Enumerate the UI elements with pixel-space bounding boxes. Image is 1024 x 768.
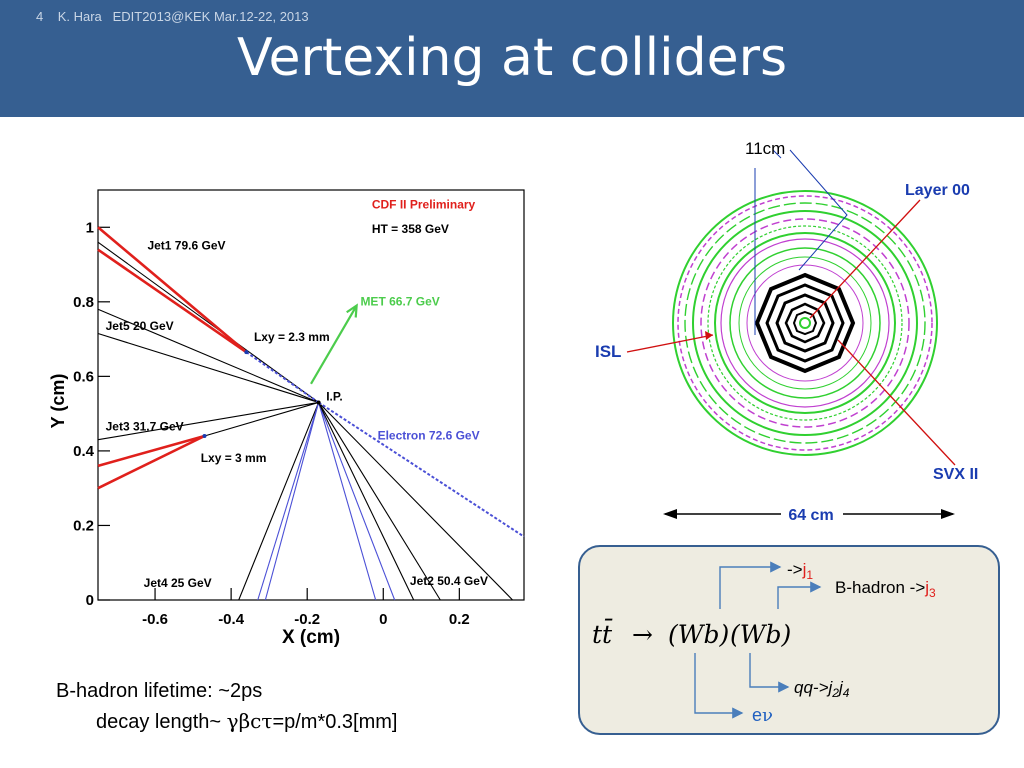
y-tick-label: 0.6 (73, 368, 94, 385)
track-line (97, 226, 248, 354)
ip-point (316, 400, 321, 405)
width-arrow-left (663, 509, 677, 519)
plot-annotation: Lxy = 2.3 mm (254, 330, 330, 344)
plot-annotation: Jet4 25 GeV (144, 576, 212, 590)
y-axis-label: Y (cm) (48, 374, 68, 429)
e-nu-label: eν (752, 705, 773, 726)
plot-labels: CDF II Preliminary HT = 358 GeV Jet1 79.6 … (106, 198, 488, 590)
arrow-to-j3 (777, 581, 822, 609)
scale-11cm-label: 11cm (745, 139, 785, 158)
secondary-vertex (244, 350, 249, 355)
track-line (318, 402, 415, 601)
track-line (97, 332, 319, 403)
x-tick-label: 0 (379, 611, 387, 628)
svx-pointer (837, 339, 956, 466)
slide-title: Vertexing at colliders (236, 28, 788, 88)
track-line (257, 402, 320, 601)
track-line (97, 434, 205, 468)
track-line (318, 402, 396, 601)
x-tick-label: 0.2 (449, 611, 470, 628)
arrow-to-j1 (719, 561, 782, 609)
layer00-pointer (809, 199, 921, 319)
x-tick-label: -0.2 (294, 611, 320, 628)
detector-rings (672, 149, 938, 456)
cdf-silicon-detector: 11cm Layer 00 ISL SVX II 64 cm (595, 139, 978, 525)
track-line (318, 401, 525, 538)
layer00-label: Layer 00 (905, 182, 970, 199)
track-line (97, 434, 206, 490)
isl-pointer (626, 334, 714, 353)
plot-annotation: Jet2 50.4 GeV (410, 574, 488, 588)
wb-second: (Wb) (730, 620, 791, 649)
met-arrow-head (346, 303, 358, 318)
track-line (97, 401, 319, 441)
track-line (318, 402, 513, 601)
y-tick-label: 1 (86, 219, 94, 236)
note-decay-length: decay length~ γβcτ=p/m*0.3[mm] (96, 709, 398, 733)
plot-annotation: Electron 72.6 GeV (378, 429, 480, 443)
met-arrow (310, 304, 358, 385)
tt-bar: tt̄ (592, 620, 613, 649)
track-line (238, 402, 320, 601)
plot-annotation: CDF II Preliminary (372, 198, 476, 212)
svx-label: SVX II (933, 466, 978, 483)
isl-label: ISL (595, 342, 621, 361)
secondary-vertex (202, 434, 207, 438)
track-line (97, 248, 248, 354)
qq-label: qq->j2j4 (794, 678, 850, 700)
plot-annotation: I.P. (326, 390, 342, 404)
plot-annotation: Lxy = 3 mm (201, 451, 267, 465)
width-arrow-right (941, 509, 955, 519)
plot-annotation: HT = 358 GeV (372, 222, 449, 236)
width-label-bg (781, 503, 843, 525)
vertex-plot: -0.6 -0.4 -0.2 0 0.2 0 0.2 0.4 0.6 0.8 1 CDF II Pr… (48, 189, 525, 648)
slide-author-event: K. Hara EDIT2013@KEK Mar.12-22, 2013 (57, 9, 309, 24)
feynman-box: tt̄ → (Wb) (Wb) ->j1 B-hadron ->j3 qq->j… (578, 545, 1000, 735)
x-axis-label: X (cm) (282, 627, 340, 648)
feynman-diagram: tt̄ → (Wb) (Wb) ->j1 B-hadron ->j3 qq->j… (592, 560, 936, 726)
wb-first: (Wb) (668, 620, 729, 649)
plot-annotation: Jet3 31.7 GeV (106, 419, 184, 433)
x-tick-label: -0.4 (218, 611, 245, 628)
plot-annotation: Jet5 20 GeV (106, 319, 174, 333)
slide-header: 4 K. Hara EDIT2013@KEK Mar.12-22, 2013 V… (0, 0, 1024, 117)
track-line (264, 402, 320, 601)
plot-annotation: Jet1 79.6 GeV (147, 239, 225, 253)
plot-ticks: -0.6 -0.4 -0.2 0 0.2 0 0.2 0.4 0.6 0.8 1 (73, 219, 470, 628)
track-line (318, 402, 441, 601)
j1-label: ->j1 (787, 560, 813, 582)
lifetime-notes: B-hadron lifetime: ~2ps decay length~ γβ… (56, 680, 397, 734)
plot-annotation: MET 66.7 GeV (360, 295, 439, 309)
y-tick-label: 0.2 (73, 517, 94, 534)
arrow-to-ev (694, 653, 744, 719)
x-tick-label: -0.6 (142, 611, 168, 628)
decay-arrow: → (632, 620, 653, 649)
slide-number: 4 (36, 9, 44, 24)
plot-frame (97, 189, 525, 601)
y-tick-label: 0 (86, 592, 94, 609)
isl-pointer-head (705, 331, 713, 340)
note-lifetime: B-hadron lifetime: ~2ps (56, 680, 263, 702)
track-line (204, 401, 319, 437)
width-64cm-label: 64 cm (788, 507, 833, 524)
arrow-to-qq (749, 653, 790, 693)
track-line (97, 308, 319, 403)
y-tick-label: 0.4 (73, 443, 95, 460)
slide-meta: 4 K. Hara EDIT2013@KEK Mar.12-22, 2013 (36, 9, 309, 24)
b-hadron-label: B-hadron ->j3 (835, 578, 936, 600)
track-line (318, 402, 377, 601)
y-tick-label: 0.8 (73, 294, 94, 311)
plot-tracks (97, 226, 525, 601)
